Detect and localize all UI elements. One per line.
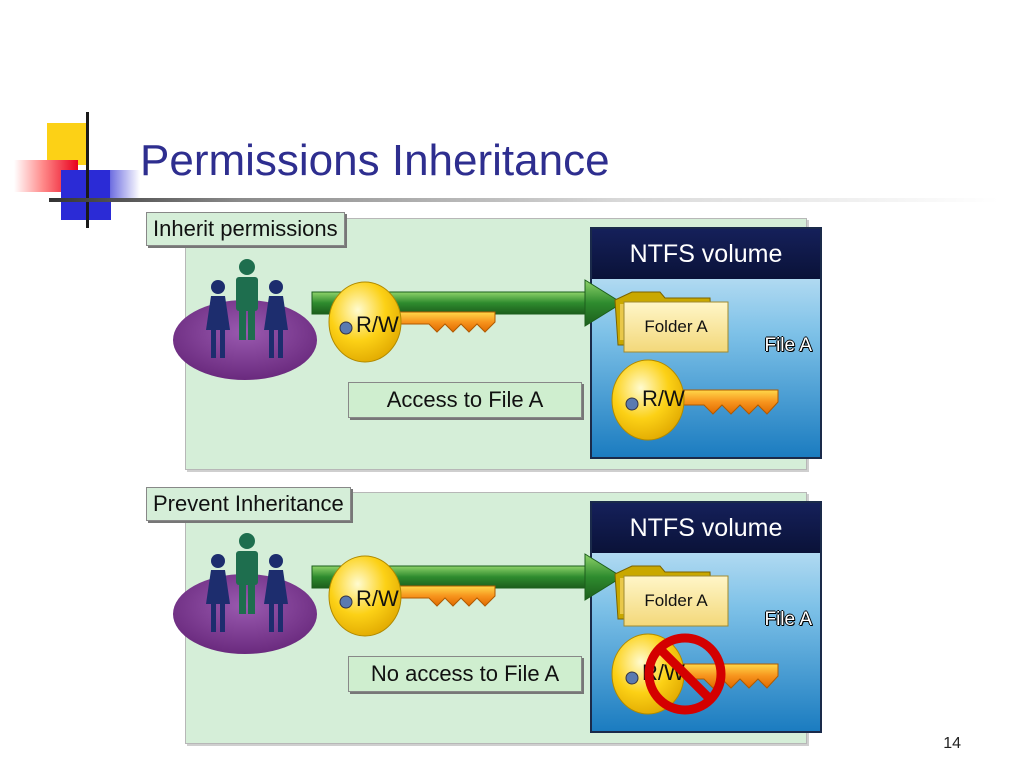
- ntfs-volume-title: NTFS volume: [592, 503, 820, 553]
- scenario-tag-prevent: Prevent Inheritance: [146, 487, 351, 521]
- file-key-label: R/W: [642, 386, 685, 411]
- file-key-icon: R/W: [611, 359, 779, 441]
- key-label: R/W: [356, 312, 399, 337]
- slide-title: Permissions Inheritance: [140, 136, 610, 185]
- scenario-tag-inherit: Inherit permissions: [146, 212, 345, 246]
- user-group-icon: [173, 259, 317, 380]
- folder-icon: Folder A: [614, 565, 729, 627]
- title-decoration-yellow-square: [47, 123, 89, 165]
- key-label: R/W: [356, 586, 399, 611]
- folder-label: Folder A: [644, 317, 708, 336]
- no-symbol-icon: [644, 633, 726, 715]
- folder-label: Folder A: [644, 591, 708, 610]
- title-decoration-vertical-line: [86, 112, 89, 228]
- file-a-label: File A: [764, 335, 812, 356]
- file-a-label: File A: [764, 609, 812, 630]
- file-key-icon: R/W: [611, 633, 779, 715]
- result-label-access: Access to File A: [348, 382, 582, 418]
- result-label-no-access: No access to File A: [348, 656, 582, 692]
- folder-icon: Folder A: [614, 291, 729, 353]
- ntfs-volume-title: NTFS volume: [592, 229, 820, 279]
- user-group-icon: [173, 533, 317, 654]
- key-icon: R/W: [328, 281, 496, 363]
- key-icon: R/W: [328, 555, 496, 637]
- title-decoration-horizontal-line: [49, 198, 999, 202]
- page-number: 14: [943, 735, 961, 752]
- title-decoration-blue-fade: [110, 170, 140, 200]
